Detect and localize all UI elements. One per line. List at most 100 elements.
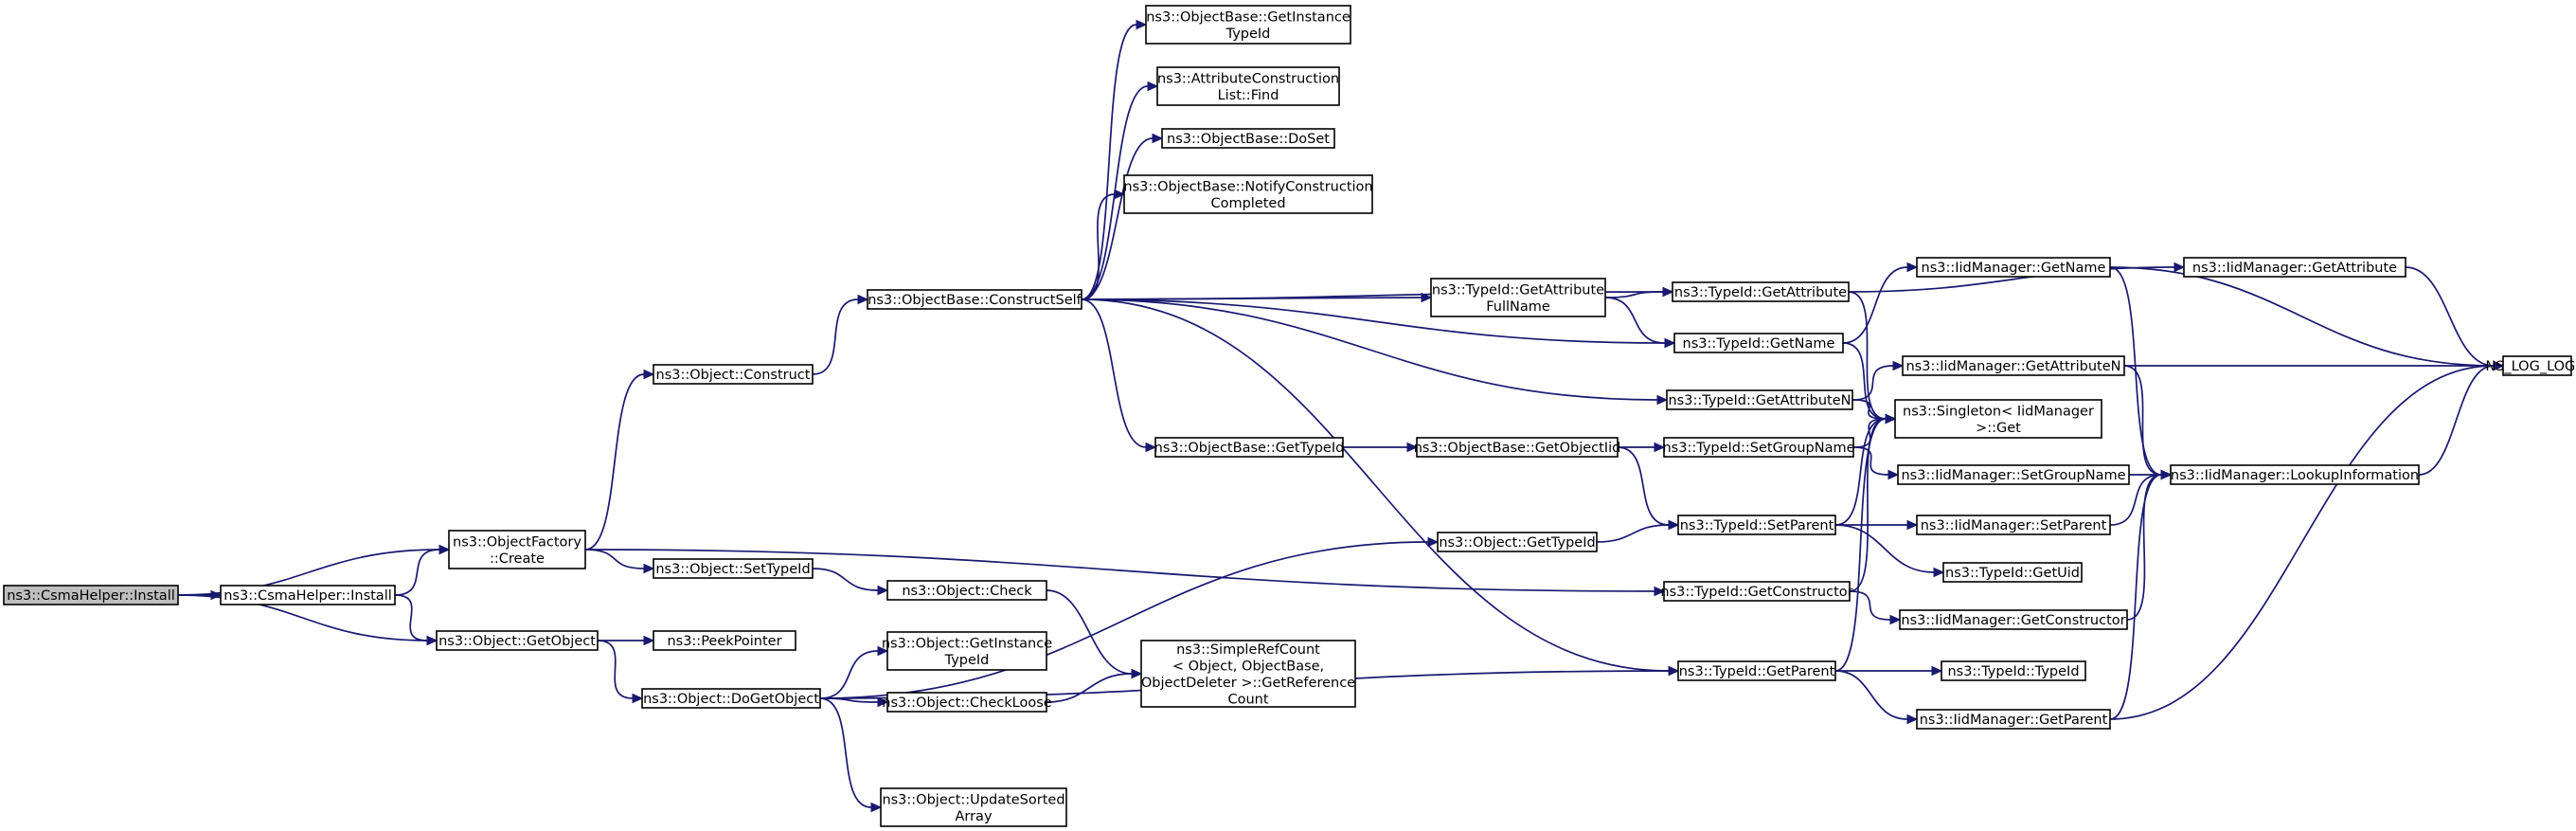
node-objfactory-create[interactable]: ns3::ObjectFactory::Create <box>448 530 586 569</box>
node-label: >::Get <box>1976 421 2021 436</box>
node-iidmgr-getattribute[interactable]: ns3::IidManager::GetAttribute <box>2183 257 2406 278</box>
node-typeid-getconstructor[interactable]: ns3::TypeId::GetConstructor <box>1660 581 1853 602</box>
edge-objbase-constructself-to-typeid-getattributen <box>1081 298 1658 401</box>
edge-arrowhead <box>1931 665 1943 677</box>
edge-arrowhead <box>1131 668 1143 679</box>
edge-typeid-getparent-to-singleton-get <box>1834 418 1887 672</box>
node-typeid-getattribute[interactable]: ns3::TypeId::GetAttribute <box>1672 281 1850 302</box>
node-box <box>1140 640 1356 708</box>
node-box <box>1673 333 1844 353</box>
node-label: FullName <box>1486 299 1550 315</box>
node-label: ns3::IidManager::SetGroupName <box>1901 468 2125 483</box>
node-object-gettypeid[interactable]: ns3::Object::GetTypeId <box>1437 532 1598 552</box>
node-iidmgr-setparent[interactable]: ns3::IidManager::SetParent <box>1916 515 2111 535</box>
node-box <box>436 630 599 651</box>
node-csma-install-root[interactable]: ns3::CsmaHelper::Install <box>3 585 179 605</box>
edge-object-construct-to-objbase-constructself <box>812 298 859 375</box>
node-iidmgr-setgroupname[interactable]: ns3::IidManager::SetGroupName <box>1897 464 2130 485</box>
node-object-construct[interactable]: ns3::Object::Construct <box>653 364 814 385</box>
node-typeid-getname[interactable]: ns3::TypeId::GetName <box>1673 333 1844 353</box>
node-ns-log-logic[interactable]: NS_LOG_LOGIC <box>2485 355 2576 376</box>
node-box <box>653 558 814 579</box>
node-label: ns3::TypeId::GetParent <box>1679 664 1835 679</box>
node-simplerefcount[interactable]: ns3::SimpleRefCount< Object, ObjectBase,… <box>1140 640 1356 708</box>
node-box <box>1916 257 2111 278</box>
node-iidmgr-getconstructor[interactable]: ns3::IidManager::GetConstructor <box>1899 609 2128 630</box>
edge-object-checkloose-to-simplerefcount <box>1046 673 1133 703</box>
node-peekpointer[interactable]: ns3::PeekPointer <box>653 630 796 651</box>
node-label: ns3::PeekPointer <box>667 634 781 649</box>
edge-iidmgr-getparent-to-iidmgr-lookupinformation <box>2109 474 2162 720</box>
edge-arrowhead <box>1668 519 1680 531</box>
node-typeid-getuid[interactable]: ns3::TypeId::GetUid <box>1942 562 2083 583</box>
node-label: ns3::ObjectBase::ConstructSelf <box>868 293 1082 308</box>
node-box <box>1123 174 1373 214</box>
edge-objfactory-create-to-typeid-getconstructor <box>584 549 1655 592</box>
node-label: ns3::Object::SetTypeId <box>655 562 810 577</box>
node-typeid-setparent[interactable]: ns3::TypeId::SetParent <box>1677 515 1836 535</box>
edge-arrowhead <box>1892 360 1905 371</box>
node-iidmgr-getparent[interactable]: ns3::IidManager::GetParent <box>1916 709 2111 730</box>
edge-typeid-getattribute-to-singleton-get <box>1848 291 1887 420</box>
node-label: ns3::TypeId::SetParent <box>1680 518 1834 533</box>
node-label: ns3::CsmaHelper::Install <box>224 588 392 604</box>
edge-typeid-getattribute-to-iidmgr-getattribute <box>1848 266 2175 293</box>
node-label: ns3::SimpleRefCount <box>1176 642 1320 658</box>
call-nodes: ns3::CsmaHelper::Install ns3::CsmaHelper:… <box>3 5 2576 827</box>
call-edges <box>177 19 2505 813</box>
node-label: ns3::TypeId::GetAttribute <box>1432 282 1604 298</box>
node-objbase-notifyconstruction[interactable]: ns3::ObjectBase::NotifyConstructionCompl… <box>1123 174 1373 214</box>
node-box <box>641 688 821 709</box>
edge-arrowhead <box>1147 81 1159 92</box>
node-label: ns3::IidManager::GetConstructor <box>1901 613 2125 628</box>
node-objbase-constructself[interactable]: ns3::ObjectBase::ConstructSelf <box>867 289 1082 310</box>
node-csma-install[interactable]: ns3::CsmaHelper::Install <box>220 585 396 605</box>
node-object-settypeid[interactable]: ns3::Object::SetTypeId <box>653 558 814 579</box>
node-label: ns3::TypeId::GetUid <box>1945 566 2080 581</box>
edge-object-gettypeid-to-typeid-setparent <box>1596 524 1670 543</box>
node-box <box>2502 355 2572 376</box>
node-typeid-typeid[interactable]: ns3::TypeId::TypeId <box>1941 660 2086 681</box>
edge-object-dogetobject-to-object-gettypeid <box>819 541 1429 699</box>
node-box <box>448 530 586 569</box>
node-iidmgr-getattributen[interactable]: ns3::IidManager::GetAttributeN <box>1902 355 2125 376</box>
edge-arrowhead <box>643 635 655 646</box>
edge-arrowhead <box>1933 567 1945 578</box>
node-object-checkloose[interactable]: ns3::Object::CheckLoose <box>882 692 1052 713</box>
edge-arrowhead <box>1906 519 1919 531</box>
node-objbase-gettypeid[interactable]: ns3::ObjectBase::GetTypeId <box>1154 437 1345 458</box>
edge-iidmgr-setparent-to-iidmgr-lookupinformation <box>2109 474 2162 526</box>
edge-arrowhead <box>2493 360 2505 371</box>
edge-arrowhead <box>877 585 889 596</box>
node-singleton-get[interactable]: ns3::Singleton< IidManager>::Get <box>1894 399 2102 439</box>
edge-objfactory-create-to-object-settypeid <box>584 549 645 569</box>
edge-typeid-getattributen-to-iidmgr-getattributen <box>1852 365 1894 401</box>
edge-typeid-setparent-to-typeid-getuid <box>1834 524 1935 573</box>
node-objbase-getobjectiid[interactable]: ns3::ObjectBase::GetObjectIid <box>1414 437 1621 458</box>
node-label: ns3::TypeId::GetName <box>1683 336 1835 352</box>
node-objbase-doset[interactable]: ns3::ObjectBase::DoSet <box>1161 128 1335 149</box>
node-object-check[interactable]: ns3::Object::Check <box>886 580 1047 601</box>
edge-arrowhead <box>1887 469 1900 480</box>
node-object-dogetobject[interactable]: ns3::Object::DoGetObject <box>641 688 821 709</box>
node-object-getobject[interactable]: ns3::Object::GetObject <box>436 630 599 651</box>
node-label: ns3::IidManager::GetAttributeN <box>1905 359 2120 374</box>
edge-typeid-getname-to-singleton-get <box>1842 342 1887 420</box>
node-typeid-setgroupname[interactable]: ns3::TypeId::SetGroupName <box>1662 437 1855 458</box>
node-iidmgr-lookupinformation[interactable]: ns3::IidManager::LookupInformation <box>2170 464 2420 485</box>
node-box <box>2170 464 2420 485</box>
node-label: ns3::Object::DoGetObject <box>643 692 819 707</box>
node-iidmgr-getname[interactable]: ns3::IidManager::GetName <box>1916 257 2111 278</box>
node-box <box>1941 660 2086 681</box>
edge-arrowhead <box>1885 413 1897 425</box>
edge-objfactory-create-to-object-construct <box>584 373 645 551</box>
node-typeid-getattributen[interactable]: ns3::TypeId::GetAttributeN <box>1666 389 1853 410</box>
node-typeid-getparent[interactable]: ns3::TypeId::GetParent <box>1677 660 1836 681</box>
edge-iidmgr-getattributen-to-iidmgr-lookupinformation <box>2123 365 2162 476</box>
